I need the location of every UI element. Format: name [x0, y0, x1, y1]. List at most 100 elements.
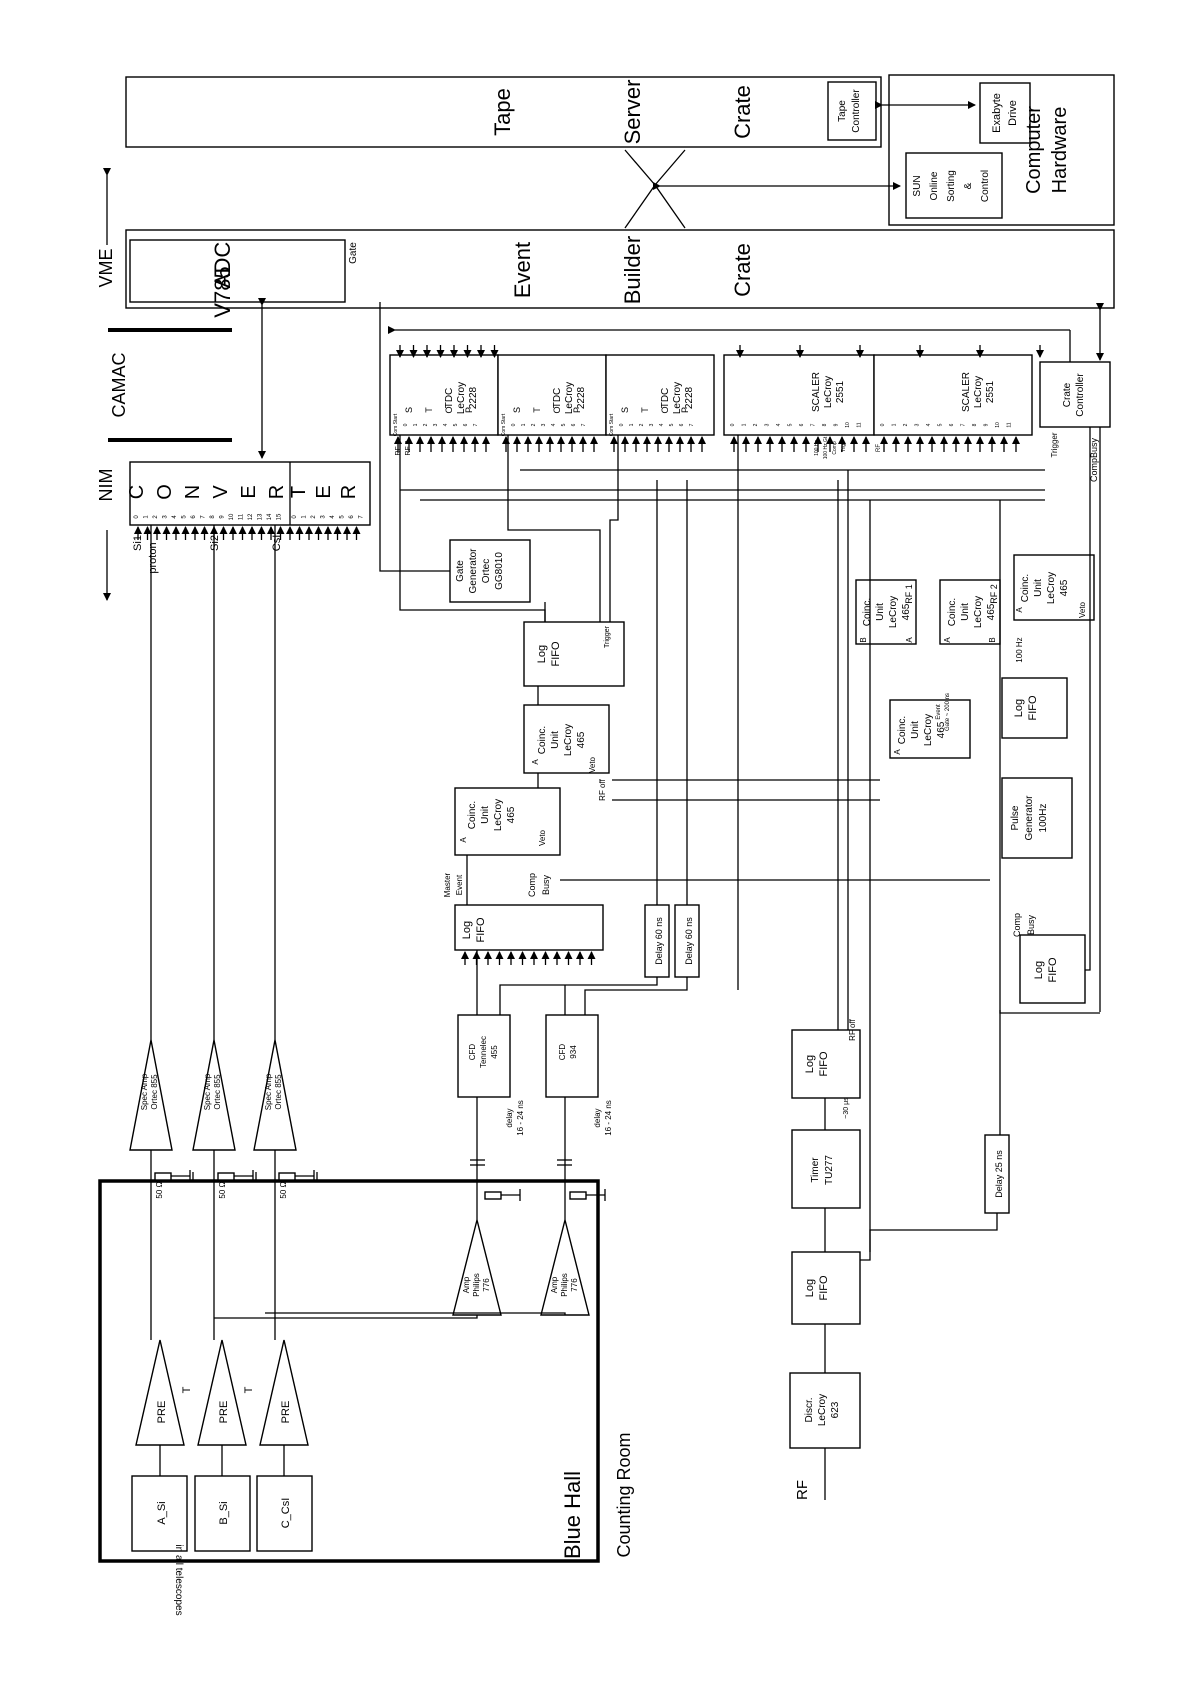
coinc-label: Coinc. — [467, 801, 478, 829]
trigger-label: Trigger — [1050, 432, 1059, 457]
tdc-input-rf1: RF 1 — [395, 440, 402, 455]
converter-channel: 1 — [144, 515, 150, 519]
converter-channel: 11 — [239, 513, 245, 520]
scaler-channel: 3 — [765, 423, 771, 426]
log-fifo-box — [791, 1251, 861, 1325]
rf-off-label: RF off — [848, 1018, 857, 1040]
scaler-title: SCALER — [961, 372, 972, 412]
blue-hall-frame — [98, 1179, 600, 1563]
tdc-channel: 4 — [443, 423, 449, 426]
tdc-letter: T — [640, 407, 650, 413]
scaler-channel: 11 — [1007, 422, 1013, 427]
log-fifo-label: Log — [1013, 699, 1025, 717]
coinc-label: Unit — [875, 603, 886, 621]
sun-label: Sorting — [946, 170, 957, 202]
spec-amp-label: Spec Amp — [140, 1073, 149, 1110]
tdc-input-rf2: RF 2 — [405, 440, 412, 455]
coinc-label: Coinc. — [537, 726, 548, 754]
coinc-label: Coinc. — [1020, 574, 1031, 602]
tdc-channel: 4 — [551, 423, 557, 426]
pin-veto: Veto — [538, 829, 547, 846]
pulse-generator-label: Pulse — [1010, 805, 1021, 830]
coinc-box — [1013, 554, 1095, 621]
tdc-letter: O — [444, 406, 454, 413]
coinc-box — [939, 579, 1001, 645]
tdc-channel: 7 — [689, 423, 695, 426]
tee-label: T — [181, 1386, 193, 1393]
detector-label: A_Si — [156, 1501, 168, 1524]
log-fifo-box — [1001, 677, 1068, 739]
scaler-input: 100 Hz Gt — [823, 436, 829, 459]
amp-philips-label: Philips — [560, 1273, 569, 1297]
tdc-module — [389, 354, 499, 436]
pin-a: A — [905, 637, 914, 643]
cfd-delay-label: delay — [593, 1108, 602, 1127]
tdc-title: TDC — [552, 388, 563, 409]
csi-label: CsI — [271, 535, 283, 552]
scaler-channel: 9 — [834, 423, 840, 426]
spec-amp-label: Spec Amp — [203, 1073, 212, 1110]
tdc-title: LeCroy — [456, 382, 467, 414]
telescopes-note: in all telescopes — [173, 1544, 184, 1615]
si1-label: Si1 — [132, 535, 144, 551]
scaler-channel: 1 — [742, 423, 748, 426]
coinc-label: 465 — [986, 603, 997, 620]
log-fifo-label: FIFO — [550, 641, 562, 666]
blue-hall-label: Blue Hall — [560, 1471, 585, 1559]
sun-label: Online — [929, 171, 940, 200]
rf-label: RF — [794, 1480, 811, 1500]
pin-a: A — [893, 749, 902, 755]
spec-amp-label: Ortec 855 — [274, 1074, 283, 1110]
coinc-label: Coinc. — [897, 716, 908, 744]
scaler-input: 100 Hz — [814, 440, 820, 456]
event-builder-label: Crate — [730, 243, 755, 297]
crate-controller-box — [1039, 361, 1111, 428]
exabyte-label: Drive — [1007, 100, 1019, 126]
coinc-box — [889, 699, 971, 759]
scaler-channel: 0 — [880, 423, 886, 426]
converter-letter: R — [338, 485, 360, 499]
tdc-letter: P — [572, 407, 582, 413]
tee-label: T — [243, 1386, 255, 1393]
preamp-triangle — [135, 1339, 185, 1446]
adc-gate-label: Gate — [348, 242, 359, 264]
delay-label: Delay 25 ns — [994, 1150, 1004, 1198]
cfd-box — [545, 1014, 599, 1098]
camac-label: CAMAC — [109, 352, 129, 417]
tdc-title: TDC — [660, 388, 671, 409]
detector-label: B_Si — [218, 1501, 230, 1524]
tdc-channel: 1 — [521, 423, 527, 426]
pre-label: PRE — [156, 1401, 168, 1424]
spec-amp-label: Ortec 855 — [213, 1074, 222, 1110]
tdc-letter: P — [680, 407, 690, 413]
coinc-label: Unit — [960, 603, 971, 621]
converter-channel: 7 — [359, 515, 365, 519]
scaler-title: SCALER — [811, 372, 822, 412]
scaler-input: Trig — [841, 444, 847, 453]
ohm-label: 50 Ω — [279, 1181, 288, 1198]
event-builder-label: Event — [510, 242, 535, 298]
pulse-width-label: ~30 μs — [843, 1097, 850, 1119]
tdc-channel: 2 — [423, 423, 429, 426]
tape-controller-box — [827, 81, 877, 141]
coinc-label: Coinc. — [947, 598, 958, 626]
cfd-label: Tennelec — [479, 1036, 488, 1068]
tdc-title: 2228 — [576, 386, 587, 409]
scaler-title: LeCroy — [823, 376, 834, 408]
pin-a: A — [531, 759, 540, 765]
pin-a: A — [943, 637, 952, 643]
computer-hardware-label: Hardware — [1049, 107, 1071, 194]
sun-box — [905, 152, 1003, 219]
coinc-label: LeCroy — [923, 714, 934, 746]
coinc-label: 465 — [506, 806, 517, 823]
amp-philips-label: 776 — [570, 1278, 579, 1292]
converter-channel: 12 — [248, 513, 254, 520]
converter-letter: T — [288, 486, 310, 498]
preamp-triangle — [259, 1339, 309, 1446]
tdc-channel: 5 — [669, 423, 675, 426]
tdc-title: 2228 — [684, 386, 695, 409]
detector-label: C_CsI — [280, 1498, 292, 1529]
coinc-label: LeCroy — [563, 724, 574, 756]
spec-amp-label: Ortec 855 — [150, 1074, 159, 1110]
